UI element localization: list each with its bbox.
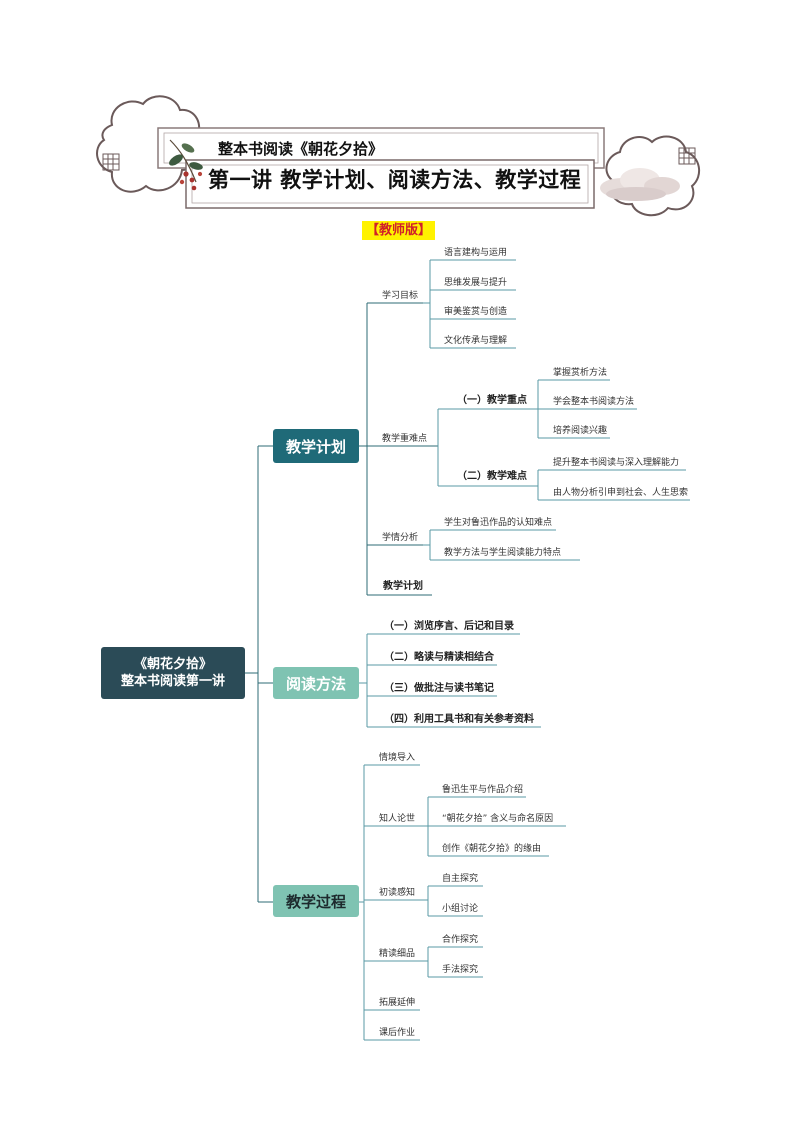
node-student-analysis: 学情分析 <box>382 533 419 543</box>
document-title: 第一讲 教学计划、阅读方法、教学过程 <box>208 167 582 192</box>
leaf-key-point-2: 学会整本书阅读方法 <box>553 397 635 407</box>
grid-ornament-left <box>102 153 120 171</box>
method-1: （一）浏览序言、后记和目录 <box>384 621 514 632</box>
leaf-close-read-1: 合作探究 <box>442 935 479 945</box>
root-node-line2: 整本书阅读第一讲 <box>120 674 225 689</box>
root-node-line1: 《朝花夕拾》 <box>133 657 212 672</box>
leaf-analysis-2: 教学方法与学生阅读能力特点 <box>444 548 562 558</box>
method-2: （二）略读与精读相结合 <box>384 652 494 663</box>
node-teaching-plan: 教学计划 <box>383 581 423 592</box>
node-key-difficulties: 教学重难点 <box>382 434 428 444</box>
method-4: （四）利用工具书和有关参考资料 <box>384 714 534 725</box>
grid-ornament-right <box>678 147 696 165</box>
leaf-key-point-1: 掌握赏析方法 <box>553 368 608 378</box>
node-extend: 拓展延伸 <box>379 998 416 1008</box>
leaf-close-read-2: 手法探究 <box>442 965 479 975</box>
root-node: 《朝花夕拾》 整本书阅读第一讲 <box>101 647 245 699</box>
edition-badge: 【教师版】 <box>362 221 436 240</box>
leaf-hard-point-1: 提升整本书阅读与深入理解能力 <box>553 458 680 468</box>
node-key-points: （一）教学重点 <box>457 395 527 406</box>
leaf-first-read-1: 自主探究 <box>442 874 479 884</box>
leaf-first-read-2: 小组讨论 <box>442 904 479 914</box>
node-first-read: 初读感知 <box>379 888 416 898</box>
leaf-know-1: 鲁迅生平与作品介绍 <box>442 785 524 795</box>
node-homework: 课后作业 <box>379 1028 416 1038</box>
leaf-goal-2: 思维发展与提升 <box>444 278 508 288</box>
leaf-goal-4: 文化传承与理解 <box>444 336 508 346</box>
flower-branch-decoration <box>169 139 203 191</box>
cloud-decoration <box>600 168 680 201</box>
leaf-know-3: 创作《朝花夕拾》的缘由 <box>442 844 542 854</box>
leaf-hard-point-2: 由人物分析引申到社会、人生思索 <box>553 488 689 498</box>
document-subtitle: 整本书阅读《朝花夕拾》 <box>218 140 384 158</box>
node-hard-points: （二）教学难点 <box>457 471 527 482</box>
leaf-analysis-1: 学生对鲁迅作品的认知难点 <box>444 518 553 528</box>
node-learning-goals: 学习目标 <box>382 291 419 301</box>
branch-teaching-plan: 教学计划 <box>273 429 359 463</box>
header-banner <box>96 95 701 217</box>
leaf-goal-1: 语言建构与运用 <box>444 248 508 258</box>
node-know-author: 知人论世 <box>379 814 416 824</box>
leaf-know-2: “朝花夕拾” 含义与命名原因 <box>442 814 554 824</box>
leaf-goal-3: 审美鉴赏与创造 <box>444 307 508 317</box>
branch-reading-methods: 阅读方法 <box>273 667 359 699</box>
leaf-key-point-3: 培养阅读兴趣 <box>553 426 608 436</box>
node-close-read: 精读细品 <box>379 949 416 959</box>
method-3: （三）做批注与读书笔记 <box>384 683 494 694</box>
node-intro: 情境导入 <box>379 753 416 763</box>
branch-teaching-process: 教学过程 <box>273 885 359 917</box>
